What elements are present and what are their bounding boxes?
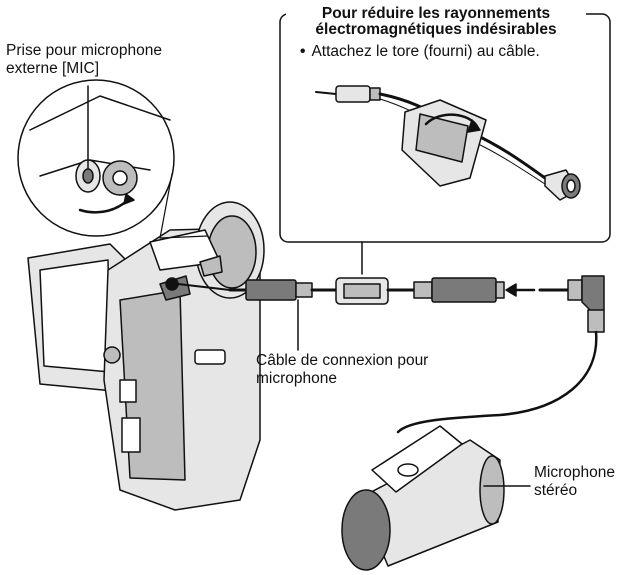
ferrite-illustration (315, 85, 581, 201)
inset-title-line-2: électromagnétiques indésirables (315, 21, 557, 38)
stereo-mic-label-line-2: stéréo (534, 482, 578, 499)
stereo-microphone (341, 425, 505, 571)
stereo-mic-label-line-1: Microphone (534, 464, 615, 481)
inset-bullet-text: Attachez le tore (fourni) au câble. (311, 43, 540, 60)
jack-magnifier (17, 79, 209, 239)
inset-title: Pour réduire les rayonnements électromag… (286, 6, 586, 38)
inset-title-line-1: Pour réduire les rayonnements (321, 5, 551, 22)
camera-illustration (27, 201, 265, 511)
mic-jack-label-line-2: externe [MIC] (6, 60, 100, 77)
connection-cable (165, 277, 505, 305)
cable-label-line-1: Câble de connexion pour (256, 352, 429, 369)
cable-label: Câble de connexion pour microphone (256, 352, 428, 388)
microphone-plug (396, 275, 605, 434)
inset-bullet: • Attachez le tore (fourni) au câble. (300, 43, 540, 61)
mic-jack-label-line-1: Prise pour microphone (6, 42, 162, 59)
stereo-mic-label: Microphone stéréo (534, 464, 615, 500)
bullet-dot: • (300, 43, 306, 60)
cable-label-line-2: microphone (256, 370, 337, 387)
mic-jack-label: Prise pour microphone externe [MIC] (6, 42, 162, 78)
